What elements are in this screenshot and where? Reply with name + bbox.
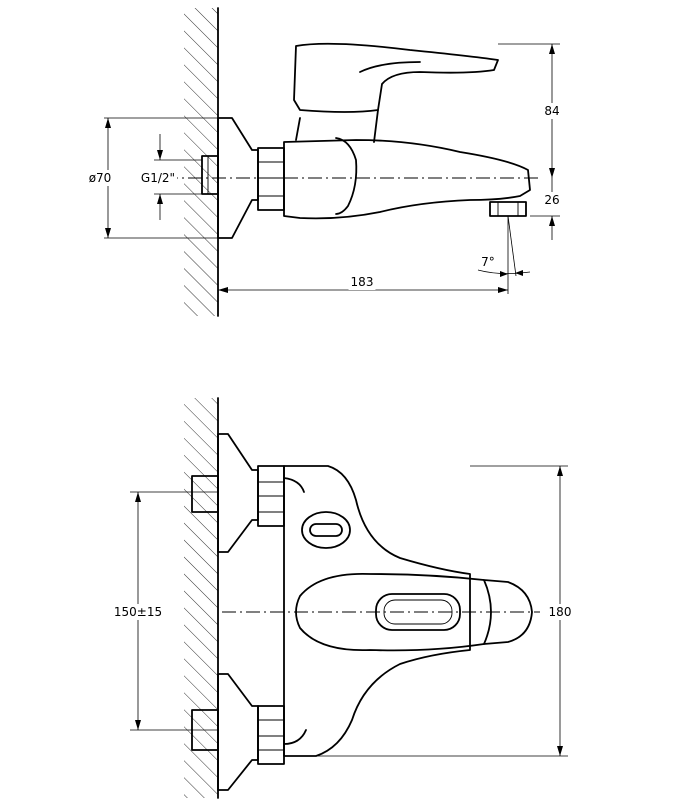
hex-nut-side <box>257 147 285 211</box>
faucet-body-front <box>283 465 471 757</box>
label-backing <box>479 254 497 270</box>
wall-hatching-front <box>184 397 219 799</box>
front-view: 150±15 180 <box>111 397 574 799</box>
label-backing <box>542 103 562 119</box>
label-backing <box>111 604 165 620</box>
spout-26-dimension: 26 <box>530 178 562 240</box>
aerator-side <box>489 201 527 217</box>
wall-hatching-side <box>184 7 219 317</box>
diverter-knob-front <box>301 511 351 549</box>
lever-handle-side <box>293 42 499 113</box>
height-180-dimension: 180 <box>316 465 574 757</box>
spout-26-label: 26 <box>544 193 559 207</box>
label-backing <box>542 192 562 208</box>
label-backing <box>86 170 114 186</box>
label-backing <box>138 170 178 186</box>
spacing-dimension: 150±15 <box>111 491 218 731</box>
label-backing <box>546 604 574 620</box>
length-183-dimension: 183 <box>218 274 508 293</box>
height-180-label: 180 <box>549 605 572 619</box>
faucet-body-side <box>283 139 531 220</box>
angle-label: 7° <box>481 255 495 269</box>
diameter-label: ø70 <box>89 171 112 185</box>
height-84-label: 84 <box>544 104 559 118</box>
thread-dimension: G1/2" <box>138 134 202 220</box>
label-backing <box>348 274 376 290</box>
lever-handle-front <box>295 572 533 652</box>
length-183-label: 183 <box>351 275 374 289</box>
angle-dimension: 7° <box>477 215 531 294</box>
spacing-label: 150±15 <box>114 605 162 619</box>
side-view: ø70 G1/2" 84 26 <box>86 7 562 317</box>
height-84-dimension: 84 <box>498 43 562 178</box>
thread-label: G1/2" <box>141 171 175 185</box>
diameter-dimension: ø70 <box>86 117 218 239</box>
